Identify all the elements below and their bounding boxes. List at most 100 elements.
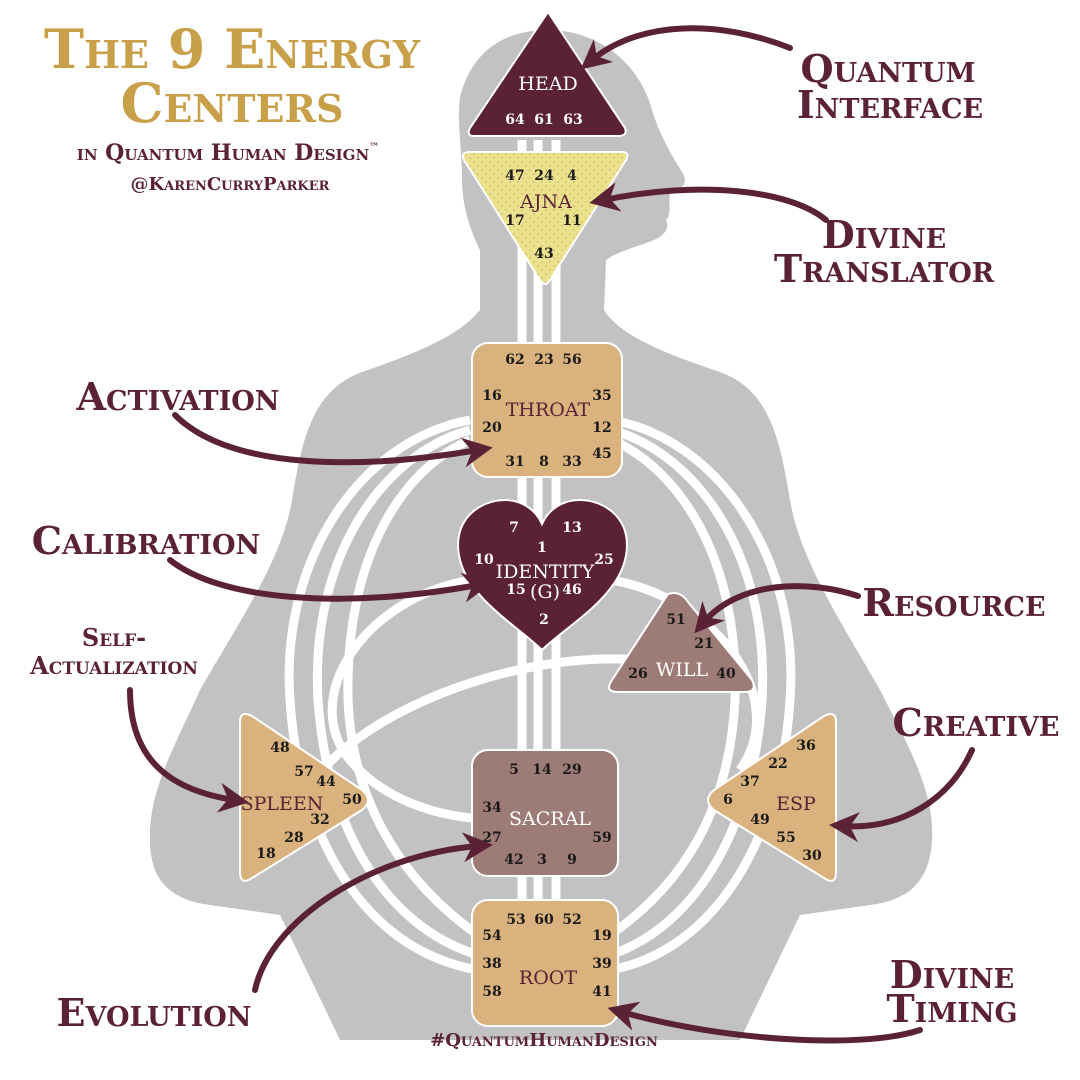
gate-11: 11 bbox=[562, 213, 581, 229]
gate-4: 4 bbox=[567, 168, 577, 184]
gate-28: 28 bbox=[284, 830, 303, 846]
gate-34: 34 bbox=[482, 800, 502, 816]
label-divine-translator-2: Translator bbox=[774, 246, 995, 291]
gate-44: 44 bbox=[316, 774, 336, 790]
center-head: HEAD 64 61 63 bbox=[467, 10, 627, 137]
center-sacral: 5 14 29 34 SACRAL 27 59 42 3 9 bbox=[471, 749, 619, 877]
gate-29: 29 bbox=[562, 762, 581, 778]
gate-22: 22 bbox=[768, 756, 787, 772]
gate-59: 59 bbox=[592, 830, 611, 846]
center-will: 51 21 26 WILL 40 bbox=[608, 592, 755, 693]
root-label: ROOT bbox=[519, 967, 577, 989]
gate-36: 36 bbox=[796, 738, 815, 754]
label-resource: Resource bbox=[862, 580, 1045, 625]
head-label: HEAD bbox=[518, 73, 577, 95]
gate-51: 51 bbox=[666, 612, 685, 628]
arrows bbox=[127, 25, 975, 1044]
gate-13: 13 bbox=[562, 520, 581, 536]
identity-label-g: (G) bbox=[530, 581, 560, 603]
gate-49: 49 bbox=[750, 812, 769, 828]
identity-label: IDENTITY bbox=[496, 561, 595, 583]
gate-23: 23 bbox=[534, 352, 553, 368]
will-label: WILL bbox=[656, 659, 709, 681]
label-quantum-interface-1: Quantum bbox=[801, 46, 976, 91]
gate-60: 60 bbox=[534, 912, 554, 928]
gate-56: 56 bbox=[562, 352, 581, 368]
gate-2: 2 bbox=[539, 612, 549, 628]
gate-16: 16 bbox=[482, 388, 501, 404]
title-line2: Centers bbox=[121, 71, 344, 135]
center-spleen: 48 57 44 50 SPLEEN 32 28 18 bbox=[239, 713, 369, 882]
gate-40: 40 bbox=[716, 666, 736, 682]
gate-38: 38 bbox=[482, 956, 501, 972]
gate-10: 10 bbox=[474, 552, 494, 568]
label-quantum-interface-2: Interface bbox=[797, 82, 983, 127]
center-root: 53 60 52 54 19 38 39 ROOT 58 41 bbox=[471, 899, 619, 1027]
gate-57: 57 bbox=[294, 764, 313, 780]
label-divine-translator-1: Divine bbox=[822, 212, 946, 257]
esp-label: ESP bbox=[776, 793, 816, 815]
gate-33: 33 bbox=[562, 454, 581, 470]
gate-50: 50 bbox=[342, 792, 362, 808]
label-evolution: Evolution bbox=[57, 990, 252, 1035]
gate-14: 14 bbox=[532, 762, 552, 778]
gate-25: 25 bbox=[594, 552, 613, 568]
gate-39: 39 bbox=[592, 956, 611, 972]
gate-58: 58 bbox=[482, 984, 501, 1000]
gate-3: 3 bbox=[537, 852, 547, 868]
gate-31: 31 bbox=[505, 454, 524, 470]
label-creative: Creative bbox=[893, 700, 1060, 745]
gate-54: 54 bbox=[482, 928, 502, 944]
gate-35: 35 bbox=[592, 388, 611, 404]
gate-61: 61 bbox=[534, 112, 553, 128]
label-divine-timing-1: Divine bbox=[890, 952, 1014, 997]
gate-63: 63 bbox=[563, 112, 582, 128]
gate-37: 37 bbox=[740, 774, 759, 790]
gate-42: 42 bbox=[504, 852, 523, 868]
sacral-label: SACRAL bbox=[509, 808, 591, 830]
gate-12: 12 bbox=[592, 420, 611, 436]
label-self-actualization-1: Self- bbox=[82, 623, 146, 652]
gate-30: 30 bbox=[802, 848, 822, 864]
title-line1: The 9 Energy bbox=[44, 17, 421, 81]
gate-5: 5 bbox=[509, 762, 519, 778]
label-self-actualization-2: Actualization bbox=[29, 651, 198, 680]
gate-19: 19 bbox=[592, 928, 611, 944]
gate-1: 1 bbox=[537, 540, 547, 556]
gate-17: 17 bbox=[505, 213, 524, 229]
gate-8: 8 bbox=[539, 454, 549, 470]
gate-18: 18 bbox=[256, 846, 275, 862]
gate-53: 53 bbox=[506, 912, 525, 928]
throat-label: THROAT bbox=[506, 399, 591, 421]
center-ajna: 47 24 4 AJNA 17 11 43 bbox=[461, 151, 629, 285]
gate-41: 41 bbox=[592, 984, 611, 1000]
ajna-label: AJNA bbox=[519, 191, 572, 213]
label-activation: Activation bbox=[76, 374, 280, 419]
subtitle: in Quantum Human Design™ bbox=[77, 140, 379, 166]
gate-55: 55 bbox=[776, 830, 795, 846]
gate-43: 43 bbox=[534, 246, 553, 262]
gate-62: 62 bbox=[505, 352, 524, 368]
label-divine-timing-2: Timing bbox=[886, 986, 1017, 1031]
hashtag: #QuantumHumanDesign bbox=[430, 1030, 658, 1051]
gate-64: 64 bbox=[505, 112, 525, 128]
center-esp: 36 22 37 6 ESP 49 55 30 bbox=[707, 713, 837, 882]
gate-24: 24 bbox=[534, 168, 554, 184]
gate-20: 20 bbox=[482, 420, 502, 436]
label-calibration: Calibration bbox=[32, 518, 260, 563]
gate-45: 45 bbox=[592, 446, 611, 462]
gate-48: 48 bbox=[270, 740, 289, 756]
gate-9: 9 bbox=[567, 852, 577, 868]
gate-15: 15 bbox=[506, 582, 525, 598]
gate-27: 27 bbox=[482, 830, 501, 846]
gate-32: 32 bbox=[310, 812, 329, 828]
gate-6: 6 bbox=[723, 792, 733, 808]
spleen-label: SPLEEN bbox=[241, 793, 324, 815]
center-throat: 62 23 56 16 20 35 12 45 THROAT 31 8 33 bbox=[471, 342, 623, 478]
gate-52: 52 bbox=[562, 912, 581, 928]
gate-47: 47 bbox=[505, 168, 524, 184]
center-identity: 7 13 1 10 25 IDENTITY 15 (G) 46 2 bbox=[457, 498, 628, 652]
gate-46: 46 bbox=[562, 582, 581, 598]
gate-7: 7 bbox=[509, 520, 519, 536]
